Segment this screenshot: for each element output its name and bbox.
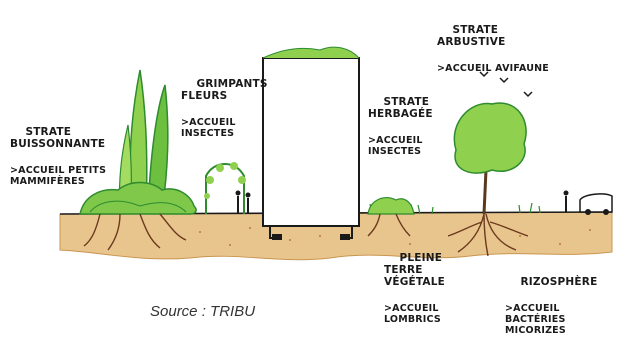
label-strate-buissonnante-title: STRATE BUISSONNANTE — [10, 126, 106, 150]
label-strate-buissonnante: STRATE BUISSONNANTE >ACCUEIL PETITS MAMM… — [10, 114, 106, 211]
soil-texture — [199, 227, 591, 246]
soil-layer — [59, 211, 613, 261]
label-strate-buissonnante-sub: >ACCUEIL PETITS MAMMIFÈRES — [10, 165, 107, 187]
car-and-pedestrian — [563, 190, 613, 215]
label-strate-arbustive: STRATE ARBUSTIVE >ACCUEIL AVIFAUNE — [437, 12, 549, 98]
label-grimpants-title: GRIMPANTS FLEURS — [181, 78, 268, 102]
label-strate-arbustive-sub: >ACCUEIL AVIFAUNE — [437, 63, 549, 74]
label-pleine-terre-sub: >ACCUEIL LOMBRICS — [384, 303, 441, 325]
shrub-layer — [79, 181, 197, 215]
label-strate-arbustive-title: STRATE ARBUSTIVE — [437, 24, 506, 48]
herbaceous-strip — [367, 197, 541, 215]
label-strate-herbacee: STRATE HERBAGÉE >ACCUEIL INSECTES — [368, 84, 433, 181]
climbing-plants-arch — [204, 162, 251, 214]
label-rizosphere-sub: >ACCUEIL BACTÉRIES MICORIZES — [505, 303, 566, 336]
shrub-tree — [453, 71, 533, 215]
source-caption: Source : TRIBU — [150, 303, 256, 320]
diagram-stage: STRATE BUISSONNANTE >ACCUEIL PETITS MAMM… — [10, 12, 613, 336]
label-pleine-terre: PLEINE TERRE VÉGÉTALE >ACCUEIL LOMBRICS — [384, 240, 445, 349]
label-pleine-terre-title: PLEINE TERRE VÉGÉTALE — [384, 252, 446, 288]
label-strate-herbacee-title: STRATE HERBAGÉE — [368, 96, 433, 120]
label-grimpants-sub: >ACCUEIL INSECTES — [181, 117, 236, 139]
label-rizosphere: RIZOSPHÈRE >ACCUEIL BACTÉRIES MICORIZES — [505, 264, 597, 360]
label-grimpants: GRIMPANTS FLEURS >ACCUEIL INSECTES — [181, 66, 268, 163]
cypress-tree — [118, 69, 169, 213]
biodiversity-section-illustration — [59, 46, 613, 261]
root-systems — [83, 213, 529, 257]
label-rizosphere-title: RIZOSPHÈRE — [520, 276, 598, 288]
label-strate-herbacee-sub: >ACCUEIL INSECTES — [368, 135, 423, 157]
green-wall-building — [262, 46, 360, 240]
